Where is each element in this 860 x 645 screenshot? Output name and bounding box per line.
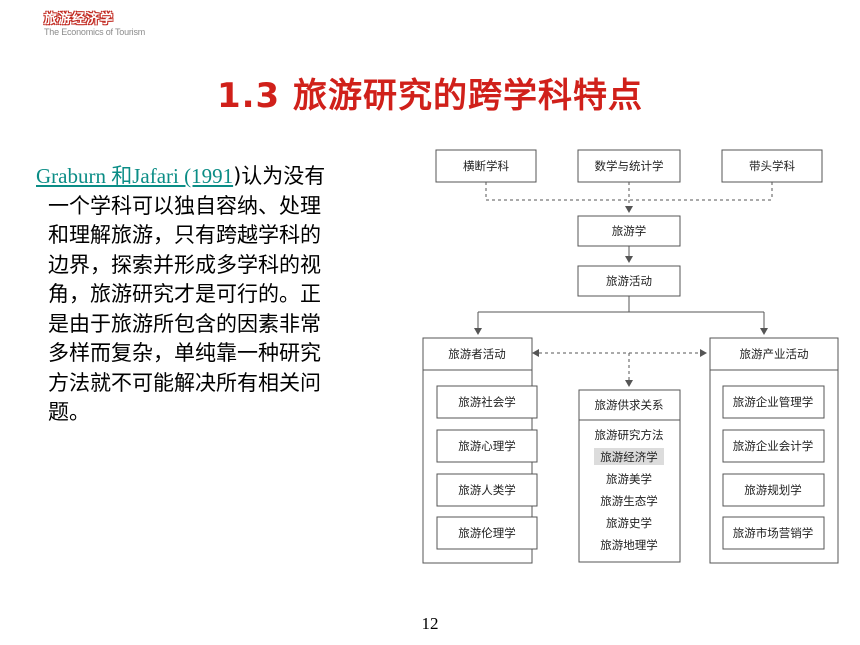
middle-item-economics: 旅游经济学 [600,450,658,464]
highlight-background [594,448,664,465]
page-number: 12 [421,614,439,633]
activity-box: 旅游活动 [577,265,681,297]
activity-branch-connectors [474,296,768,335]
body-line-6: 多样而复杂，单纯靠一种研究 [48,341,321,365]
right-item-marketing: 旅游市场营销学 [733,526,814,540]
middle-item-geography: 旅游地理学 [600,538,658,552]
body-line-4: 角，旅游研究才是可行的。正 [48,282,321,306]
left-item-anthropology: 旅游人类学 [458,483,516,497]
middle-item-ecology: 旅游生态学 [600,494,658,508]
right-item-planning: 旅游规划学 [744,483,802,497]
body-line-3: 边界，探索并形成多学科的视 [48,252,321,277]
logo-chinese-text: 旅游经济学 [44,12,115,27]
body-line-8: 题。 [48,400,90,424]
body-line-1: 一个学科可以独自容纳、处理 [48,193,321,218]
tourism-box-label: 旅游学 [612,224,647,238]
top-box-math-label: 数学与统计学 [595,159,664,173]
right-item-accounting: 旅游企业会计学 [733,439,814,453]
body-paragraph: Graburn 和Jafari (1991)认为没有 一个学科可以独自容纳、处理… [36,162,398,428]
middle-panel: 旅游供求关系 旅游研究方法 旅游经济学 旅游美学 旅游生态学 旅游史学 旅游地理… [578,389,681,563]
slide-title: 1.3 旅游研究的跨学科特点 [216,76,644,116]
left-panel: 旅游者活动 旅游社会学 旅游心理学 旅游人类学 旅游伦理学 [422,337,538,564]
logo: 旅游经济学 The Economics of Tourism [44,8,145,37]
left-panel-header: 旅游者活动 [448,347,506,361]
left-item-psychology: 旅游心理学 [458,439,516,453]
right-item-management: 旅游企业管理学 [733,395,814,409]
top-box-leading-label: 带头学科 [749,159,795,173]
middle-panel-header: 旅游供求关系 [595,398,664,412]
left-item-sociology: 旅游社会学 [458,395,516,409]
middle-panel-subheader: 旅游研究方法 [595,428,664,442]
right-panel-header: 旅游产业活动 [740,347,809,361]
arrowhead-left [532,349,539,357]
arrowhead-right [700,349,707,357]
top-box-leading: 带头学科 [721,149,823,183]
body-line-0: )认为没有 [233,164,326,188]
body-line-7: 方法就不可能解决所有相关问 [48,370,321,395]
citation-link[interactable]: Graburn 和Jafari (1991 [36,164,234,188]
middle-item-aesthetics: 旅游美学 [606,472,652,486]
dashed-cross-links [533,352,706,387]
body-line-first: Graburn 和Jafari (1991)认为没有 [36,162,398,192]
body-line-5: 是由于旅游所包含的因素非常 [48,311,321,336]
middle-item-history: 旅游史学 [606,516,652,530]
logo-english-text: The Economics of Tourism [44,27,146,37]
left-item-ethics: 旅游伦理学 [458,526,516,540]
top-dashed-connectors [485,182,773,213]
top-box-math: 数学与统计学 [577,149,681,183]
top-box-transverse-label: 横断学科 [463,159,509,173]
body-line-2: 和理解旅游，只有跨越学科的 [48,223,321,247]
right-panel: 旅游产业活动 旅游企业管理学 旅游企业会计学 旅游规划学 旅游市场营销学 [709,337,839,564]
tourism-box: 旅游学 [577,215,681,247]
activity-box-label: 旅游活动 [606,274,652,288]
top-box-transverse: 横断学科 [435,149,537,183]
